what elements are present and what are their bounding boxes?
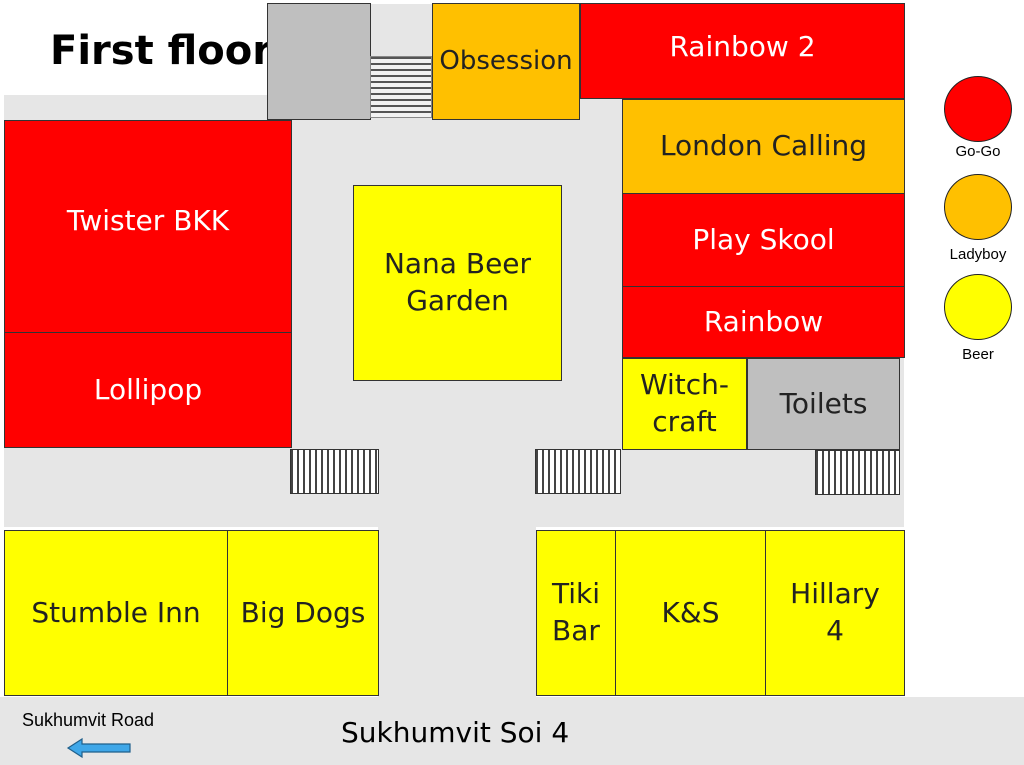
stairs-right	[815, 450, 900, 495]
venue-obsession[interactable]: Obsession	[432, 3, 580, 120]
venue-hillary-4[interactable]: Hillary 4	[765, 530, 905, 696]
venue-big-dogs[interactable]: Big Dogs	[227, 530, 379, 696]
venue-k-and-s[interactable]: K&S	[615, 530, 766, 696]
venue-london-calling[interactable]: London Calling	[622, 99, 905, 194]
stairs-left	[290, 449, 379, 494]
venue-lollipop[interactable]: Lollipop	[4, 332, 292, 448]
venue-nana-beer-garden[interactable]: Nana Beer Garden	[353, 185, 562, 381]
legend-ladyboy-swatch	[944, 174, 1012, 240]
venue-stumble-inn[interactable]: Stumble Inn	[4, 530, 228, 696]
facility-toilets[interactable]: Toilets	[747, 358, 900, 450]
legend-gogo-label: Go-Go	[955, 143, 1001, 160]
venue-tiki-bar[interactable]: Tiki Bar	[536, 530, 616, 696]
venue-witchcraft[interactable]: Witch- craft	[622, 358, 747, 450]
road-label-soi-4: Sukhumvit Soi 4	[341, 716, 570, 749]
walkway-center-aisle	[378, 520, 536, 700]
stairs-center	[535, 449, 621, 494]
legend-ladyboy-label: Ladyboy	[949, 246, 1007, 263]
street-soi-4	[0, 697, 1024, 765]
arrow-left-icon	[66, 737, 131, 759]
page-title: First floor	[50, 28, 272, 74]
venue-play-skool[interactable]: Play Skool	[622, 193, 905, 287]
facility-gray-top	[267, 3, 371, 120]
legend-beer-swatch	[944, 274, 1012, 340]
venue-rainbow[interactable]: Rainbow	[622, 286, 905, 358]
legend-beer-label: Beer	[962, 346, 994, 363]
venue-rainbow-2[interactable]: Rainbow 2	[580, 3, 905, 99]
legend-gogo-swatch	[944, 76, 1012, 142]
venue-twister-bkk[interactable]: Twister BKK	[4, 120, 292, 333]
road-label-sukhumvit: Sukhumvit Road	[22, 710, 155, 730]
stairs-top	[370, 56, 432, 118]
